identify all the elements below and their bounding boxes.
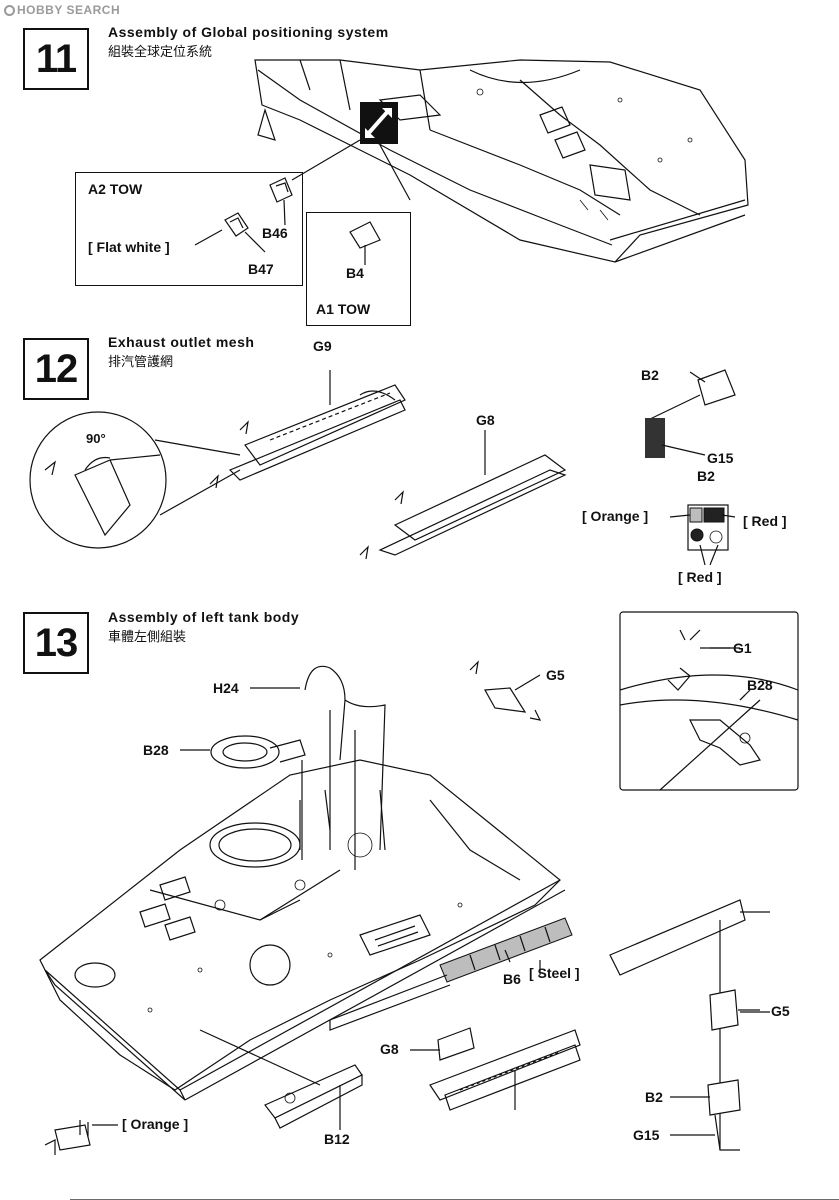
g8-part [393,454,567,541]
red-paint-2: [ Red ] [678,569,722,585]
step-12-subtitle: 排汽管護網 [108,354,174,369]
step-12-title: Exhaust outlet mesh [108,334,255,350]
part-b47: B47 [248,261,274,277]
orange-paint-lower: [ Orange ] [122,1116,189,1132]
part-b4: B4 [346,265,364,281]
part-g1: G1 [733,640,752,656]
watermark: HOBBY SEARCH [4,3,120,17]
step-11-subtitle: 組裝全球定位系統 [108,44,213,59]
step-12-number: 12 [23,338,89,400]
step-11-number: 11 [23,28,89,90]
step-11-title: Assembly of Global positioning system [108,24,389,40]
part-b12: B12 [324,1131,350,1147]
steel-paint: [ Steel ] [529,965,580,981]
part-b2-lower: B2 [645,1089,663,1105]
step-13-subtitle: 車體左側組裝 [108,629,187,644]
part-g15: G15 [707,450,734,466]
a2-tow-panel [75,172,303,286]
a1-tow-panel [306,212,411,326]
part-b2-mesh: B2 [641,367,659,383]
a2-tow-label: A2 TOW [88,181,143,197]
g9-part [244,384,406,466]
angle-90: 90° [86,431,106,446]
part-g5-right: G5 [771,1003,790,1019]
part-g8: G8 [476,412,495,428]
part-b6: B6 [503,971,521,987]
part-g9: G9 [313,338,332,354]
part-g8-lower: G8 [380,1041,399,1057]
step-13-title: Assembly of left tank body [108,609,300,625]
part-g5-top: G5 [546,667,565,683]
watermark-logo-icon [4,5,15,16]
part-h24: H24 [213,680,239,696]
red-paint-1: [ Red ] [743,513,787,529]
h24-part [304,665,346,761]
a1-tow-label: A1 TOW [316,301,371,317]
part-b46: B46 [262,225,288,241]
g15-mesh [645,418,665,458]
gps-pointer-icon [360,102,398,144]
part-b2-chip: B2 [697,468,715,484]
part-b28-detail: B28 [747,677,773,693]
step-13-number: 13 [23,612,89,674]
flat-white-paint: [ Flat white ] [88,239,170,255]
part-g15-lower: G15 [633,1127,660,1143]
part-b28-main: B28 [143,742,169,758]
orange-paint: [ Orange ] [582,508,649,524]
